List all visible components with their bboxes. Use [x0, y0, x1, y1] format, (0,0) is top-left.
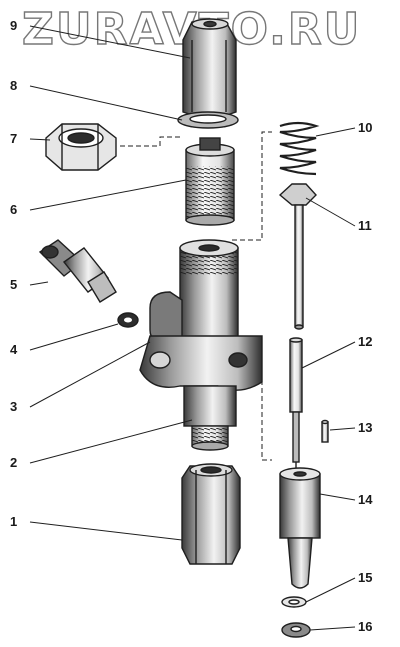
- part-14-nozzle: [279, 467, 321, 589]
- part-11-spindle: [278, 183, 317, 330]
- part-13-dowel-pin: [321, 419, 329, 443]
- part-6-adjusting-screw: [185, 137, 235, 226]
- part-5-inlet-union: [38, 239, 117, 303]
- part-1-nozzle-cap-nut: [181, 463, 241, 565]
- part-9-cap-nut: [182, 18, 237, 118]
- callout-6: 6: [10, 202, 17, 217]
- callout-13: 13: [358, 420, 372, 435]
- leader-lines: [29, 25, 356, 631]
- callout-8: 8: [10, 78, 17, 93]
- part-7-lock-nut: [45, 123, 117, 171]
- part-16-seal-washer: [281, 622, 311, 638]
- callout-4: 4: [10, 342, 18, 357]
- callout-12: 12: [358, 334, 372, 349]
- callout-3: 3: [10, 399, 17, 414]
- callout-1: 1: [10, 514, 17, 529]
- callout-labels: 9 8 7 6 5 4 3 2 1 10 11 12 13 14 15 16: [10, 18, 373, 634]
- callout-11: 11: [358, 218, 372, 233]
- part-8-washer: [177, 111, 239, 129]
- part-15-washer: [281, 596, 307, 608]
- part-4-o-ring: [117, 312, 139, 328]
- callout-10: 10: [358, 120, 372, 135]
- callout-15: 15: [358, 570, 372, 585]
- callout-14: 14: [358, 492, 373, 507]
- callout-9: 9: [10, 18, 17, 33]
- part-12-nozzle-needle: [289, 337, 303, 470]
- callout-16: 16: [358, 619, 372, 634]
- callout-7: 7: [10, 131, 17, 146]
- part-10-spring: [279, 121, 320, 176]
- callout-2: 2: [10, 455, 17, 470]
- part-2-injector-body: [139, 239, 263, 451]
- callout-5: 5: [10, 277, 17, 292]
